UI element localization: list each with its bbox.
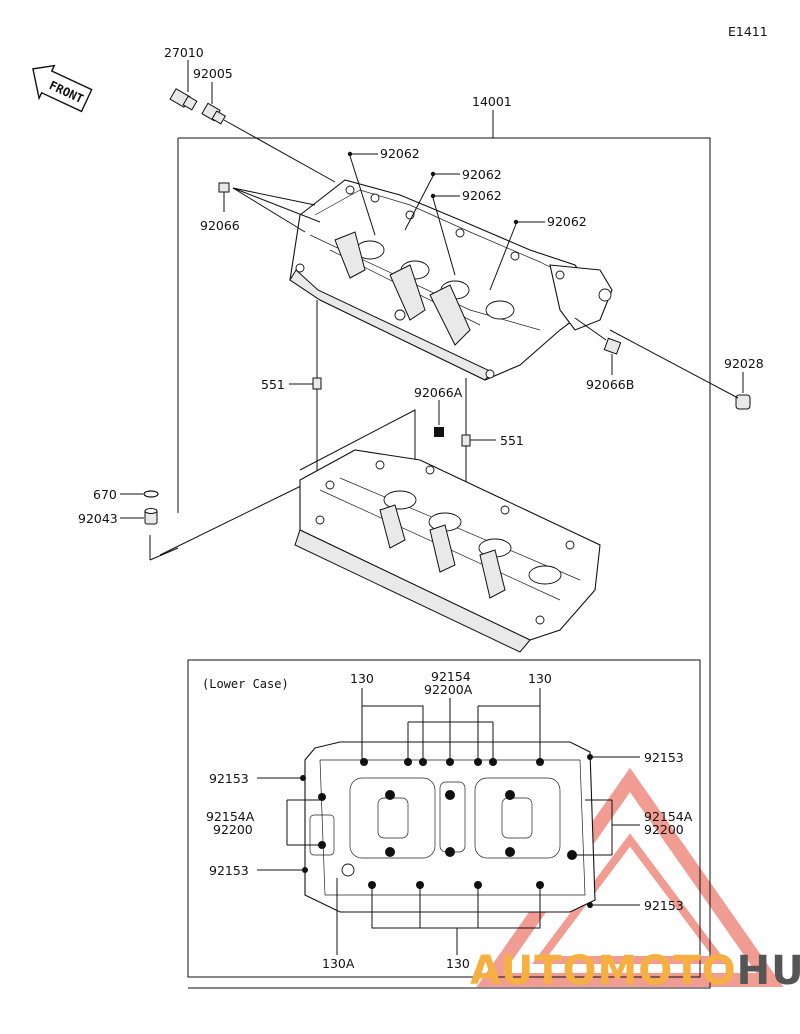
label-92062-4: 92062	[547, 214, 587, 229]
label-lc-92153-left-top: 92153	[209, 771, 249, 786]
label-lc-92153-left-bottom: 92153	[209, 863, 249, 878]
label-92062-3: 92062	[462, 188, 502, 203]
label-92028: 92028	[724, 356, 764, 371]
plug-92005	[201, 82, 336, 183]
bolt-holes	[300, 754, 593, 908]
label-92062-1: 92062	[380, 146, 420, 161]
label-27010: 27010	[164, 45, 204, 60]
dowel-92066	[218, 182, 321, 233]
diagram-code: E1411	[728, 24, 768, 39]
lower-case-box	[187, 659, 701, 978]
label-lc-92154a-right: 92154A	[644, 809, 693, 824]
watermark-text: AUTOMOTOHUB	[470, 948, 800, 994]
label-lc-92154a-left: 92154A	[206, 809, 255, 824]
label-lc-92200-left: 92200	[213, 822, 253, 837]
label-551-right: 551	[500, 433, 524, 448]
label-lc-92200-right: 92200	[644, 822, 684, 837]
label-92005: 92005	[193, 66, 233, 81]
label-lc-92154: 92154	[431, 669, 471, 684]
lower-case-callouts	[257, 688, 640, 955]
label-551-left: 551	[261, 377, 285, 392]
label-lc-92153-right-top: 92153	[644, 750, 684, 765]
label-92066a: 92066A	[414, 385, 463, 400]
label-92066: 92066	[200, 218, 240, 233]
plug-92028	[609, 329, 751, 410]
label-14001: 14001	[472, 94, 512, 109]
watermark-part1: AUTOMOTO	[470, 948, 737, 994]
watermark-part2: HUB	[737, 948, 800, 994]
label-lc-92153-right-bottom: 92153	[644, 898, 684, 913]
label-lc-130-top-left: 130	[350, 671, 374, 686]
plug-92066b	[574, 317, 622, 375]
collar-92043	[120, 484, 304, 556]
dowel-92066a	[434, 400, 444, 437]
label-670: 670	[93, 487, 117, 502]
lower-case-view	[304, 741, 596, 913]
label-lc-130-bottom: 130	[446, 956, 470, 971]
label-lc-130-top-right: 130	[528, 671, 552, 686]
upper-crankcase	[289, 179, 613, 381]
label-92066b: 92066B	[586, 377, 634, 392]
front-arrow-icon: FRONT	[32, 64, 93, 113]
callouts-92062	[347, 151, 545, 291]
assembly-bracket	[149, 110, 711, 989]
sensor-27010	[169, 60, 198, 111]
label-92043: 92043	[78, 511, 118, 526]
lower-case-title: (Lower Case)	[202, 677, 289, 691]
label-lc-130a: 130A	[322, 956, 355, 971]
label-92062-2: 92062	[462, 167, 502, 182]
label-lc-92200a: 92200A	[424, 682, 473, 697]
oring-670	[120, 490, 159, 498]
lower-crankcase	[294, 409, 601, 653]
